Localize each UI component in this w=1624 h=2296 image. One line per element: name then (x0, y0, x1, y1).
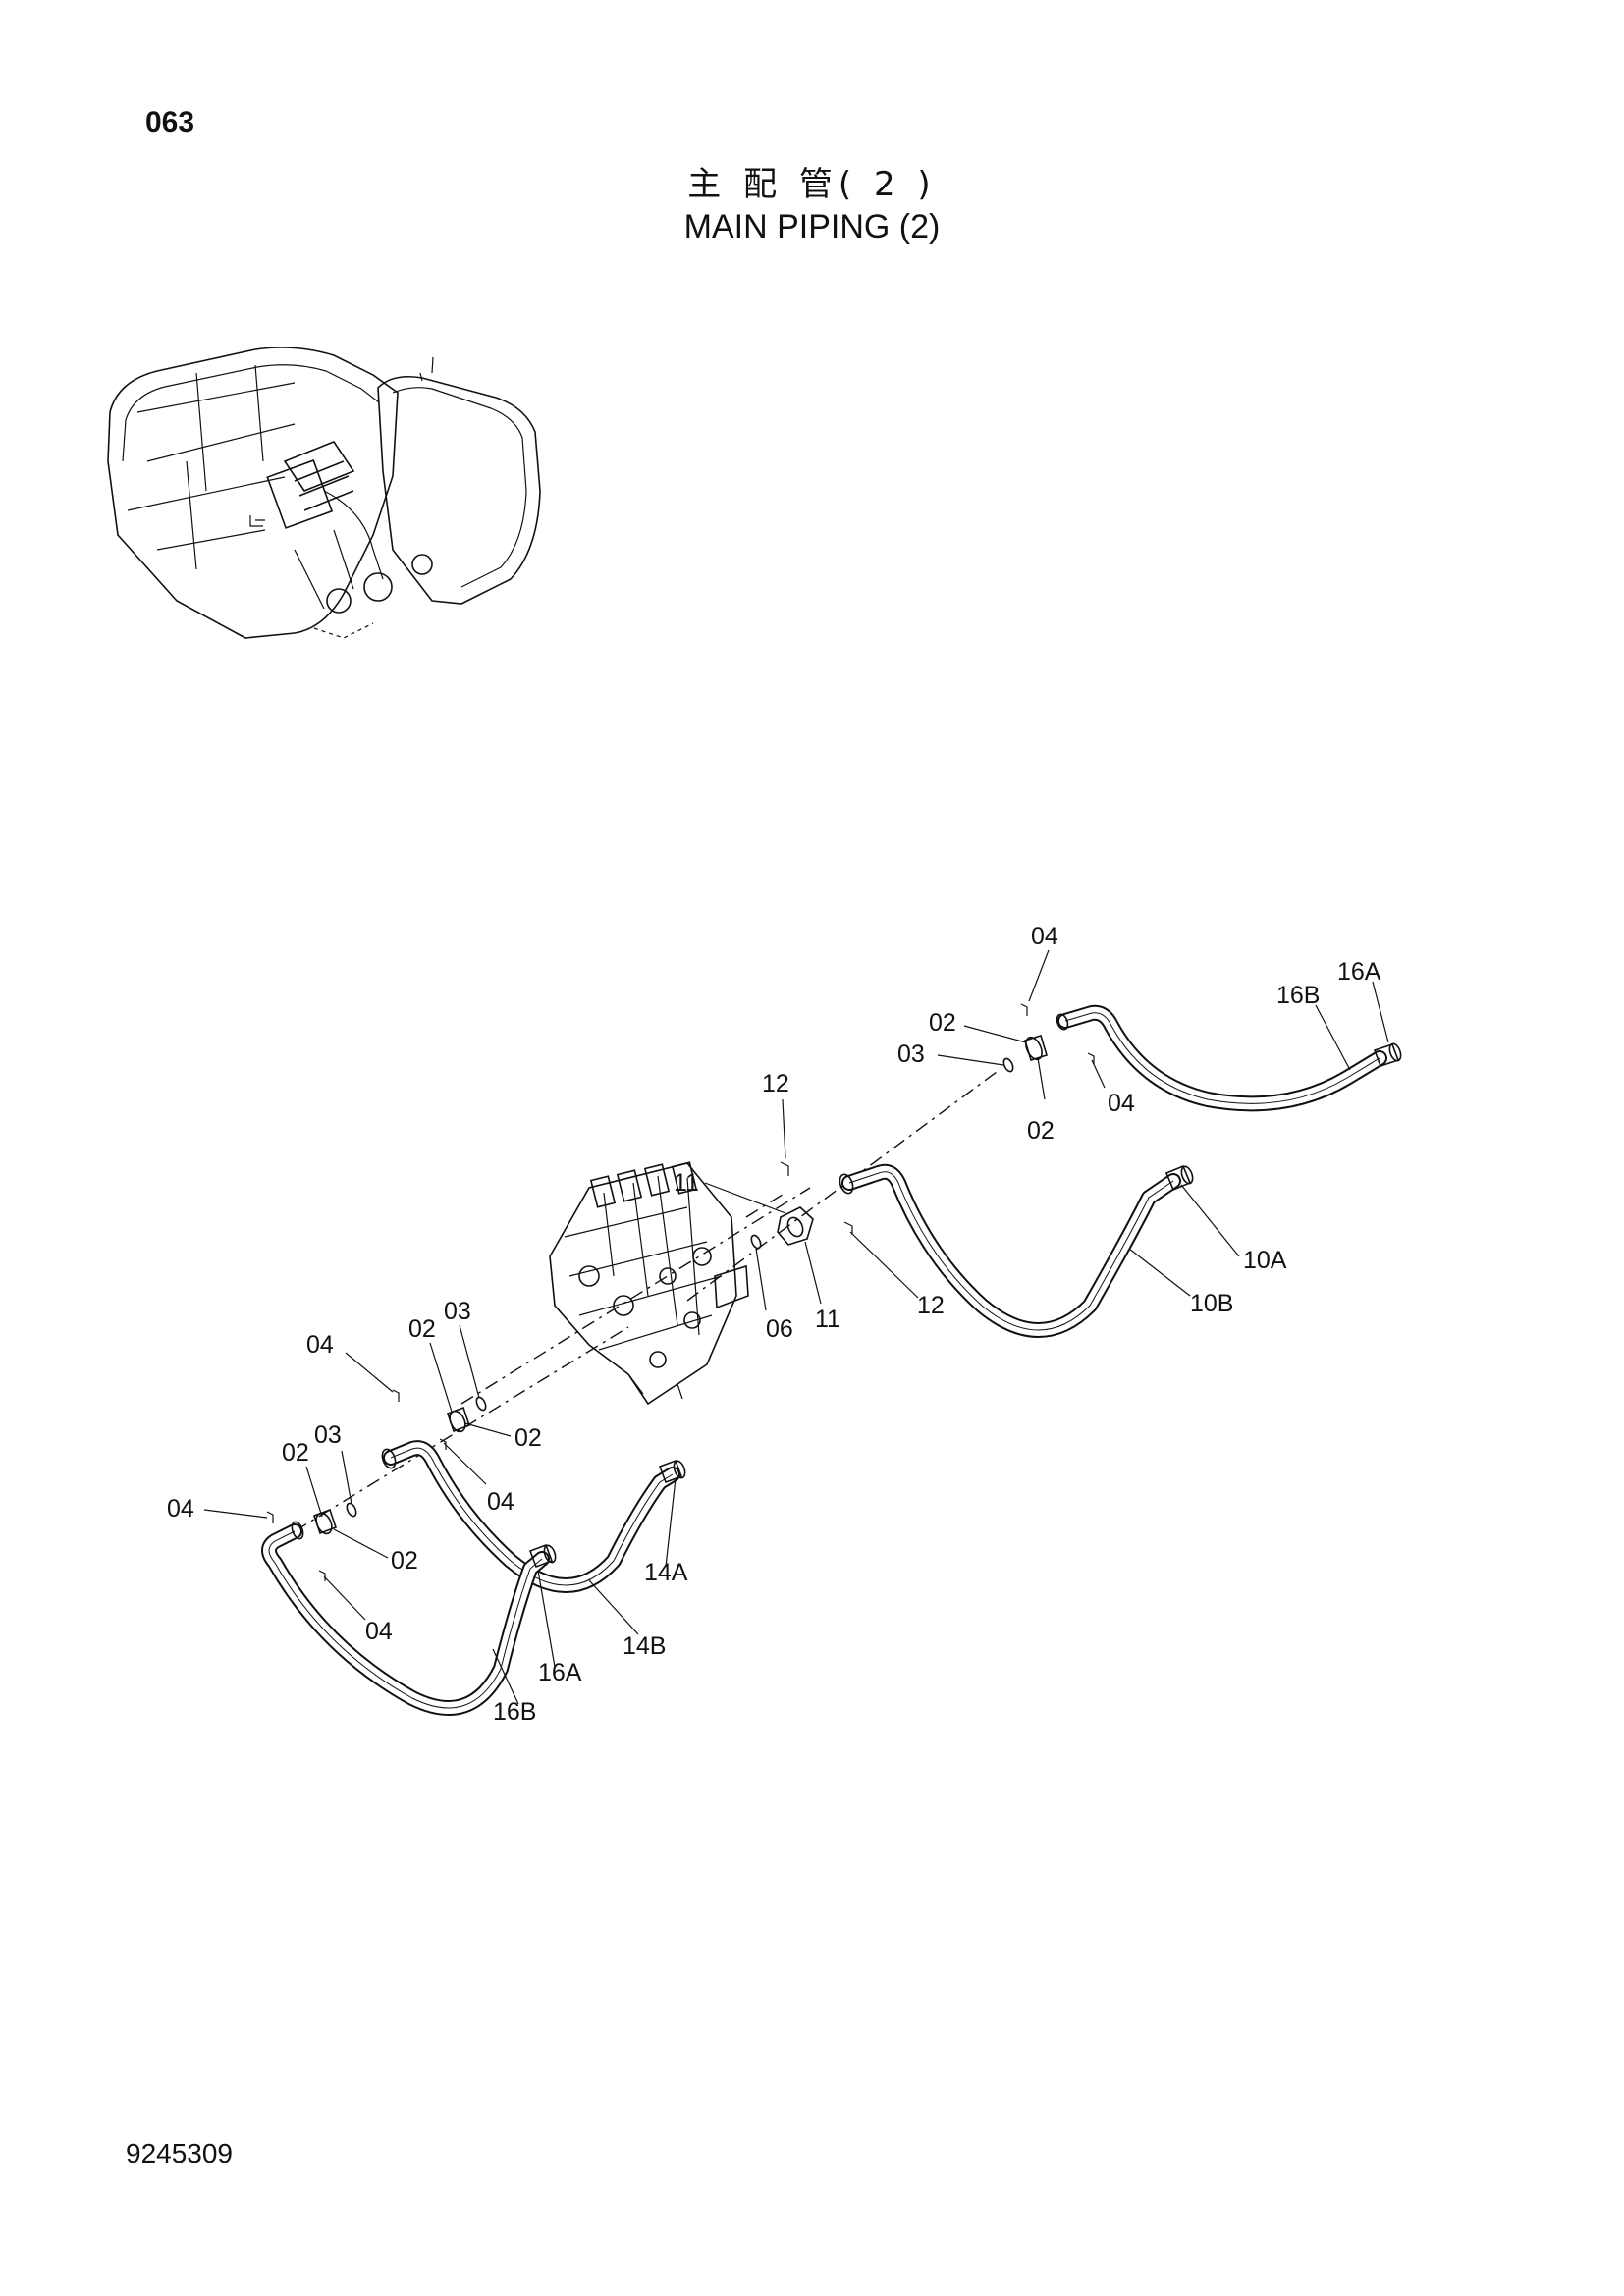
callout-04: 04 (365, 1618, 393, 1645)
callout-10A: 10A (1243, 1247, 1287, 1274)
callout-04: 04 (1031, 923, 1058, 950)
page-number: 063 (145, 106, 195, 138)
callout-16A: 16A (538, 1659, 582, 1686)
machine-locator-view (107, 347, 541, 639)
callout-14A: 14A (644, 1559, 688, 1586)
callout-04: 04 (487, 1488, 514, 1516)
page-title-japanese: 主 配 管( 2 ) (687, 165, 937, 204)
hose-14 (381, 1440, 686, 1593)
callout-02: 02 (408, 1315, 436, 1343)
control-valve (549, 1161, 749, 1406)
callout-11: 11 (674, 1169, 699, 1197)
callout-12: 12 (762, 1070, 789, 1097)
callout-16A: 16A (1337, 958, 1381, 986)
document-number: 9245309 (126, 2138, 234, 2168)
flange-middle-left (392, 1389, 487, 1450)
hose-16-upper (1002, 1003, 1402, 1112)
callout-14B: 14B (623, 1632, 666, 1660)
callout-06: 06 (766, 1315, 793, 1343)
callout-03: 03 (444, 1298, 471, 1325)
flange-lower-left (266, 1502, 357, 1581)
callout-04: 04 (167, 1495, 194, 1522)
callout-16B: 16B (493, 1698, 536, 1726)
page-title: MAIN PIPING (2) (683, 208, 941, 245)
callout-02: 02 (929, 1009, 956, 1037)
callout-11: 11 (815, 1306, 840, 1333)
callout-03: 03 (314, 1421, 342, 1449)
callout-04: 04 (306, 1331, 334, 1359)
callout-02: 02 (282, 1439, 309, 1467)
callout-12: 12 (917, 1292, 945, 1319)
callout-02: 02 (514, 1424, 542, 1452)
hose-16-lower (261, 1521, 557, 1716)
leader-lines (203, 949, 1389, 1705)
callout-labels: 04 16A 16B 02 03 04 02 12 11 06 11 12 10… (167, 923, 1381, 1726)
callout-02: 02 (391, 1547, 418, 1575)
callout-02: 02 (1027, 1117, 1055, 1145)
callout-10B: 10B (1190, 1290, 1233, 1317)
callout-16B: 16B (1276, 982, 1320, 1009)
hose-10 (750, 1161, 1194, 1338)
callout-04: 04 (1108, 1090, 1135, 1117)
callout-03: 03 (897, 1041, 925, 1068)
